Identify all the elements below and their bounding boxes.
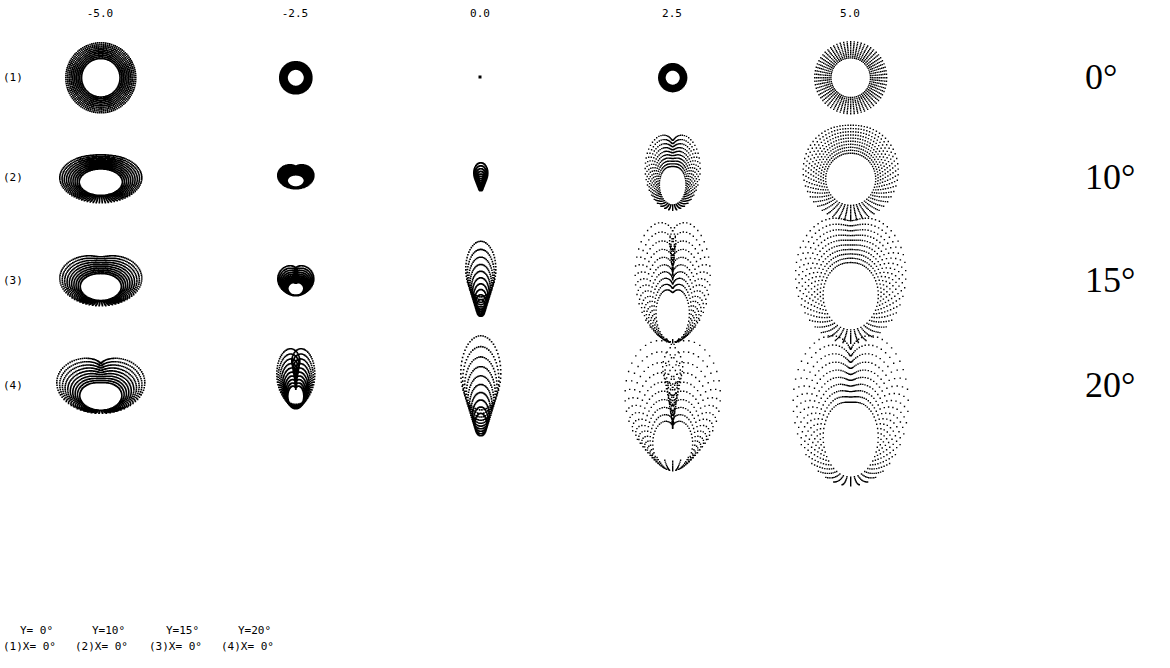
column-value: 5.0 [840, 8, 860, 19]
spot-pattern [277, 265, 315, 297]
spot-pattern [279, 61, 313, 95]
column-value: 2.5 [662, 8, 682, 19]
column-value: 0.0 [470, 8, 490, 19]
row-number: (2) [3, 172, 23, 183]
spot-pattern [645, 135, 701, 211]
spot-pattern [635, 222, 711, 343]
spot-pattern [56, 358, 146, 415]
field-x-note: (4)X= 0° [221, 641, 274, 652]
spot-pattern [277, 164, 315, 190]
spot-pattern [59, 154, 143, 204]
spot-pattern [59, 255, 143, 307]
spot-pattern [625, 340, 721, 471]
field-y-note: Y=15° [166, 625, 199, 636]
field-y-note: Y=20° [238, 625, 271, 636]
field-angle: 0° [1085, 59, 1117, 95]
spot-pattern [276, 348, 316, 410]
spot-pattern [460, 335, 502, 437]
spot-pattern [473, 162, 489, 192]
field-x-note: (3)X= 0° [149, 641, 202, 652]
field-x-note: (1)X= 0° [3, 641, 56, 652]
spot-pattern [65, 42, 137, 114]
row-number: (4) [3, 380, 23, 391]
spot-pattern [795, 218, 906, 344]
field-angle: 15° [1085, 262, 1135, 298]
spot-pattern [658, 63, 687, 92]
spot-pattern [814, 41, 887, 114]
spot-pattern [479, 76, 482, 79]
column-value: -2.5 [282, 8, 309, 19]
spot-pattern [803, 125, 899, 221]
field-y-note: Y=10° [92, 625, 125, 636]
row-number: (3) [3, 275, 23, 286]
field-y-note: Y= 0° [20, 625, 53, 636]
field-x-note: (2)X= 0° [75, 641, 128, 652]
spot-pattern [465, 241, 497, 318]
field-angle: 10° [1085, 159, 1135, 195]
field-angle: 20° [1085, 367, 1135, 403]
spot-pattern [793, 335, 909, 486]
row-number: (1) [3, 72, 23, 83]
column-value: -5.0 [87, 8, 114, 19]
